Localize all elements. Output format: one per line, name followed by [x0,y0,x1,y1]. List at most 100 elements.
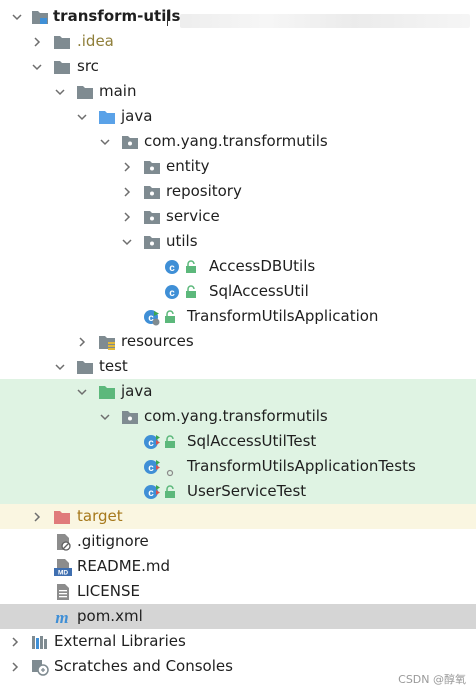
main-java-label: java [121,107,153,125]
lock-icon [163,310,177,324]
chevron-right-icon[interactable] [120,179,134,204]
entity-label: entity [166,157,210,175]
tree-row-main-package[interactable]: com.yang.transformutils [0,129,476,154]
external-libraries-label: External Libraries [54,632,186,650]
maven-icon: m [53,608,71,627]
class-icon: c [164,258,182,276]
tree-row-idea[interactable]: .idea [0,29,476,54]
chevron-down-icon[interactable] [53,354,67,379]
resources-folder-icon [98,333,116,351]
license-label: LICENSE [77,582,140,600]
chevron-down-icon[interactable] [75,104,89,129]
package-private-icon [166,463,174,477]
tree-row-utils[interactable]: utils [0,229,476,254]
markdown-file-icon: MD [54,558,72,577]
chevron-down-icon[interactable] [10,4,24,29]
lock-icon [163,435,177,449]
pom-label: pom.xml [77,607,143,625]
src-label: src [77,57,99,75]
svg-text:c: c [169,288,175,299]
module-folder-icon [31,8,49,26]
tree-row-application[interactable]: c TransformUtilsApplication [0,304,476,329]
tree-row-resources[interactable]: resources [0,329,476,354]
main-package-label: com.yang.transformutils [144,132,328,150]
sql-access-util-test-label: SqlAccessUtilTest [187,432,317,450]
tree-row-test-package[interactable]: com.yang.transformutils [0,404,476,429]
tree-row-sql-access-util-test[interactable]: c SqlAccessUtilTest [0,429,476,454]
resources-label: resources [121,332,194,350]
svg-text:c: c [148,438,154,449]
ignore-file-icon [54,533,72,551]
package-icon [121,133,139,151]
chevron-down-icon[interactable] [53,79,67,104]
folder-icon [76,83,94,101]
utils-label: utils [166,232,198,250]
access-db-utils-label: AccessDBUtils [209,257,316,275]
tree-row-gitignore[interactable]: .gitignore [0,529,476,554]
chevron-down-icon[interactable] [75,379,89,404]
main-label: main [99,82,137,100]
tree-row-main-java[interactable]: java [0,104,476,129]
chevron-down-icon[interactable] [120,229,134,254]
folder-icon [53,33,71,51]
tree-row-main[interactable]: main [0,79,476,104]
readme-label: README.md [77,557,171,575]
package-icon [121,408,139,426]
lock-icon [184,285,198,299]
tree-row-application-tests[interactable]: c TransformUtilsApplicationTests [0,454,476,479]
tree-row-license[interactable]: LICENSE [0,579,476,604]
blurred-path [180,14,470,28]
tree-row-access-db-utils[interactable]: c AccessDBUtils [0,254,476,279]
chevron-right-icon[interactable] [8,654,22,679]
test-class-icon: c [143,458,161,476]
chevron-right-icon[interactable] [75,329,89,354]
service-label: service [166,207,220,225]
repository-label: repository [166,182,242,200]
test-label: test [99,357,128,375]
libraries-icon [31,633,49,651]
svg-text:MD: MD [58,570,68,577]
tree-row-sql-access-util[interactable]: c SqlAccessUtil [0,279,476,304]
tree-row-target[interactable]: target [0,504,476,529]
chevron-down-icon[interactable] [98,129,112,154]
lock-icon [184,260,198,274]
user-service-test-label: UserServiceTest [187,482,307,500]
excluded-folder-icon [53,508,71,526]
chevron-down-icon[interactable] [30,54,44,79]
chevron-down-icon[interactable] [98,404,112,429]
tree-row-root[interactable]: transform-utils [0,4,476,29]
tree-row-scratches[interactable]: Scratches and Consoles [0,654,476,679]
spring-application-class-icon: c [143,308,161,326]
tree-row-readme[interactable]: MD README.md [0,554,476,579]
class-icon: c [164,283,182,301]
tree-row-pom[interactable]: m pom.xml [0,604,476,629]
package-icon [143,208,161,226]
chevron-right-icon[interactable] [8,629,22,654]
tree-row-src[interactable]: src [0,54,476,79]
chevron-right-icon[interactable] [30,504,44,529]
tree-row-repository[interactable]: repository [0,179,476,204]
lock-icon [163,485,177,499]
chevron-right-icon[interactable] [120,204,134,229]
tree-row-service[interactable]: service [0,204,476,229]
tree-row-external-libraries[interactable]: External Libraries [0,629,476,654]
application-tests-label: TransformUtilsApplicationTests [187,457,416,475]
text-file-icon [54,583,72,601]
chevron-right-icon[interactable] [30,29,44,54]
tree-row-test-java[interactable]: java [0,379,476,404]
package-icon [143,233,161,251]
folder-icon [53,58,71,76]
tree-row-test[interactable]: test [0,354,476,379]
scratches-icon [31,658,49,676]
chevron-right-icon[interactable] [120,154,134,179]
scratches-label: Scratches and Consoles [54,657,233,675]
svg-text:c: c [148,313,154,324]
sql-access-util-label: SqlAccessUtil [209,282,309,300]
target-label: target [77,507,123,525]
svg-text:c: c [169,263,175,274]
test-class-icon: c [143,483,161,501]
tree-row-user-service-test[interactable]: c UserServiceTest [0,479,476,504]
tree-row-entity[interactable]: entity [0,154,476,179]
text-cursor [167,10,168,26]
test-package-label: com.yang.transformutils [144,407,328,425]
